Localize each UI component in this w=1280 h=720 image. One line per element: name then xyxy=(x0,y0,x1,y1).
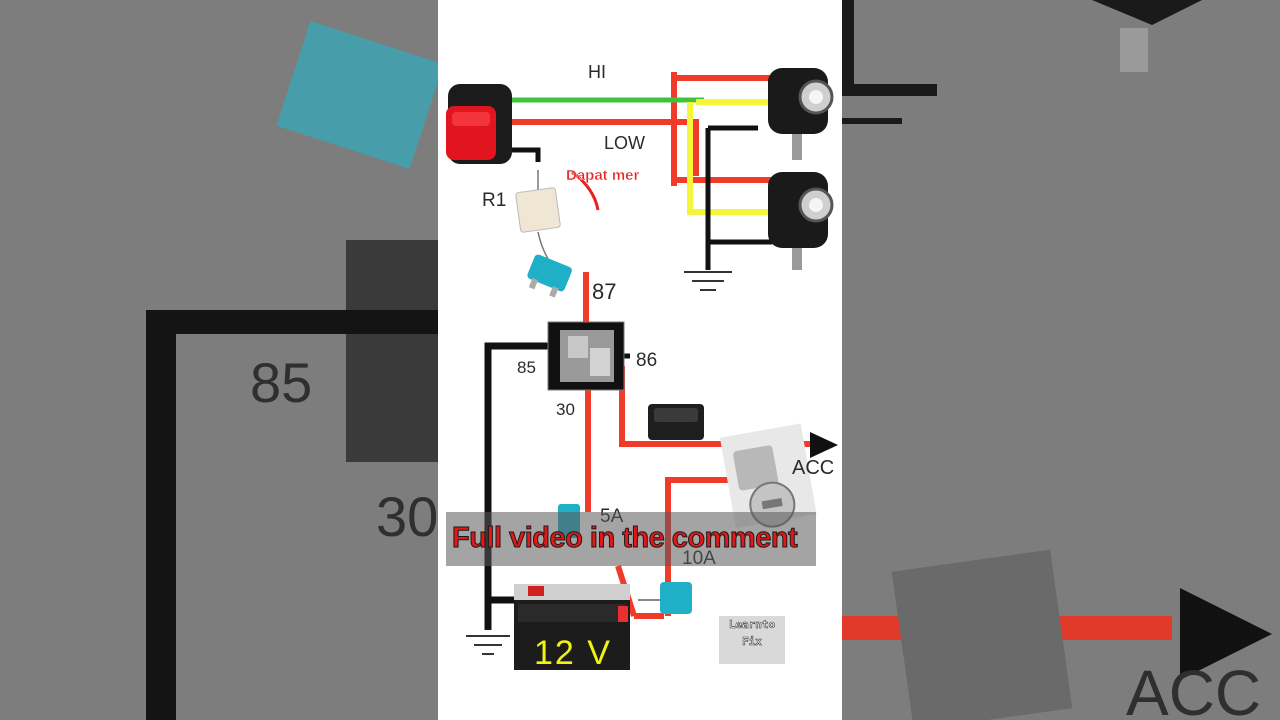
blurred-bolt xyxy=(1120,28,1148,72)
label-acc: ACC xyxy=(792,457,835,479)
blurred-wire-top xyxy=(842,0,854,90)
wire-red-low xyxy=(510,119,699,176)
wiring-diagram: HI LOW Dapat mer R1 87 85 86 30 ACC 5A 1… xyxy=(438,0,842,720)
blurred-label-acc: ACC xyxy=(1126,657,1262,720)
right-backdrop-art xyxy=(842,0,1272,720)
hi-low-switch xyxy=(446,84,512,164)
fuse-87 xyxy=(527,254,572,298)
label-battery-voltage: 12 V xyxy=(534,634,612,672)
caption-text: Full video in the comment xyxy=(451,522,798,555)
label-pin-30: 30 xyxy=(556,400,575,419)
resistor-r1 xyxy=(515,170,561,263)
caption-background xyxy=(446,512,816,566)
blurred-arrow xyxy=(1180,588,1272,680)
blurred-wire-h xyxy=(146,310,438,334)
wire-red-ign xyxy=(665,477,738,616)
logo-line-2: Fix xyxy=(742,635,762,649)
diagram-canvas xyxy=(446,68,838,670)
yellow-wiring xyxy=(687,99,772,215)
acc-arrow xyxy=(810,432,838,458)
left-backdrop-art xyxy=(146,21,438,720)
dapat-mer-arc xyxy=(571,170,600,211)
label-hi: HI xyxy=(588,62,606,82)
right-blur-backdrop: ACC xyxy=(842,0,1280,720)
blurred-fuse xyxy=(276,21,438,169)
spot-lamp-bottom xyxy=(768,172,834,270)
blurred-wire-v xyxy=(146,310,176,720)
wire-yellow-2 xyxy=(687,102,772,215)
label-pin-87: 87 xyxy=(592,279,617,304)
blurred-ground xyxy=(842,118,902,124)
blurred-wire-mid xyxy=(842,84,937,96)
blurred-label-30: 30 xyxy=(376,485,438,548)
battery-12v xyxy=(514,584,630,670)
blurred-ignition xyxy=(891,549,1073,720)
spot-lamp-top xyxy=(768,68,834,160)
blurred-label-85: 85 xyxy=(250,351,313,414)
label-low: LOW xyxy=(604,133,646,153)
acc-switch xyxy=(648,404,704,440)
left-blur-backdrop: 85 30 xyxy=(0,0,438,720)
label-r1: R1 xyxy=(482,190,507,211)
label-pin-85: 85 xyxy=(517,358,536,377)
wire-black-switch xyxy=(512,147,541,162)
channel-logo: Learnto Fix xyxy=(719,616,785,664)
blurred-lamp xyxy=(1092,0,1202,25)
label-pin-86: 86 xyxy=(636,350,658,371)
wire-black-lamp2 xyxy=(705,128,772,245)
blurred-relay xyxy=(346,240,438,462)
logo-line-1: Learnto xyxy=(728,618,776,632)
label-dapat-mer: Dapat mer xyxy=(566,167,640,184)
ground-symbol-top xyxy=(684,271,732,291)
ground-symbol-bottom xyxy=(466,635,510,655)
fuse-10a xyxy=(638,582,692,614)
relay xyxy=(547,321,625,391)
